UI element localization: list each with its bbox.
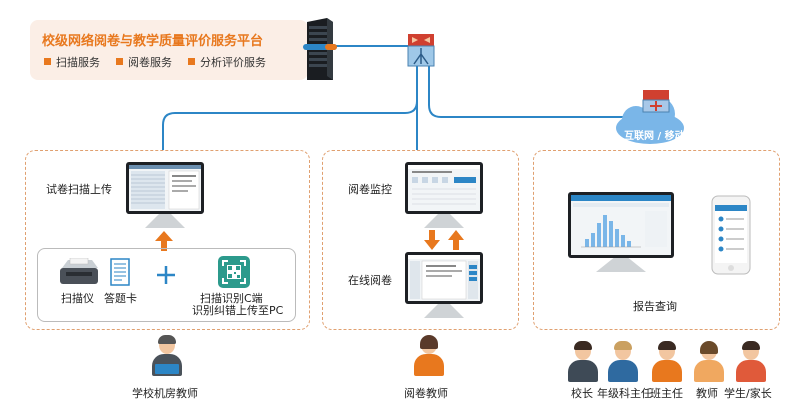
person-icon: [734, 341, 768, 382]
person-icon: [692, 341, 726, 382]
switch-icon: [407, 34, 435, 67]
upload-label: 试卷扫描上传: [46, 183, 112, 196]
arrow-up-icon: [155, 231, 173, 251]
arrow-down-icon: [424, 230, 440, 250]
platform-box: 校级网络阅卷与教学质量评价服务平台 扫描服务 阅卷服务 分析评价服务: [30, 20, 308, 80]
principal-label: 校长: [571, 387, 593, 400]
online-marking-label: 在线阅卷: [348, 274, 392, 287]
answer-card-icon: [110, 258, 130, 286]
online-marking-monitor-icon: [405, 252, 483, 318]
arrow-up-icon: [448, 230, 464, 250]
person-icon: [606, 341, 640, 382]
person-icon: [150, 335, 184, 376]
scan-monitor-icon: [126, 162, 204, 228]
person-icon: [566, 341, 600, 382]
network-label: 互联网 / 移动: [624, 131, 685, 142]
scanner-label: 扫描仪: [61, 292, 94, 305]
student-parent-label: 学生/家长: [724, 387, 772, 400]
platform-title: 校级网络阅卷与教学质量评价服务平台: [42, 34, 264, 49]
router-icon: [642, 90, 670, 113]
school-teacher-label: 学校机房教师: [132, 387, 198, 400]
plus-icon: [157, 266, 175, 284]
marking-teacher-label: 阅卷教师: [404, 387, 448, 400]
teacher-label: 教师: [696, 387, 718, 400]
service-marking: 阅卷服务: [116, 54, 172, 70]
service-scan: 扫描服务: [44, 54, 100, 70]
report-monitor-icon: [568, 192, 674, 272]
report-query-label: 报告查询: [633, 300, 677, 313]
devices-box: [37, 248, 296, 322]
phone-icon: [711, 195, 751, 275]
scanner-icon: [60, 258, 98, 284]
client-label-line1: 扫描识别C端: [200, 292, 263, 305]
person-icon: [412, 335, 446, 376]
client-label-line2: 识别纠错上传至PC: [192, 304, 284, 317]
monitor-label: 阅卷监控: [348, 183, 392, 196]
class-teacher-label: 班主任: [650, 387, 683, 400]
qr-scan-icon: [218, 256, 250, 288]
server-icon: [303, 18, 337, 80]
grade-director-label: 年级科主任: [597, 387, 652, 400]
person-icon: [650, 341, 684, 382]
monitor-screen-icon: [405, 162, 483, 228]
service-analysis: 分析评价服务: [188, 54, 266, 70]
answer-card-label: 答题卡: [104, 292, 137, 305]
